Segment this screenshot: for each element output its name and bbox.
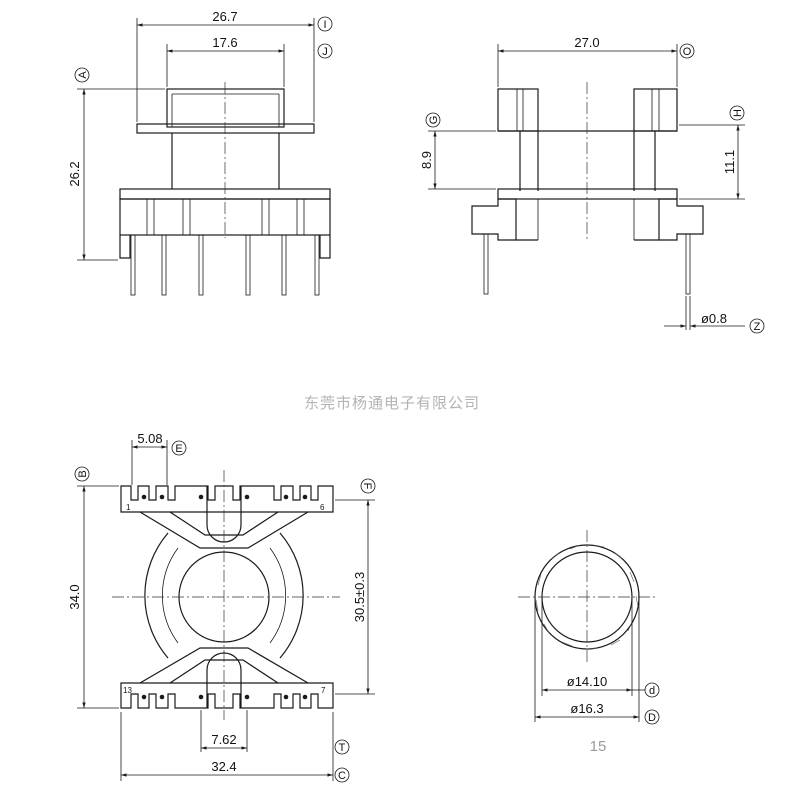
svg-text:I: I <box>323 19 326 31</box>
svg-text:H: H <box>732 109 744 117</box>
page-number: 15 <box>590 738 607 755</box>
svg-text:A: A <box>77 71 89 79</box>
svg-text:F: F <box>361 483 373 490</box>
svg-text:C: C <box>338 770 346 782</box>
pin-label-6: 6 <box>320 503 325 512</box>
marker-i: I <box>317 16 333 32</box>
marker-d-upper: D <box>644 709 660 725</box>
marker-g: G <box>425 112 441 128</box>
marker-f: F <box>360 478 376 494</box>
svg-text:Z: Z <box>754 321 761 333</box>
side-width-dim: 27.0 <box>574 35 599 50</box>
svg-text:T: T <box>339 742 346 754</box>
front-view: 26.7 17.6 26.2 A I J <box>67 9 333 296</box>
pin-pitch-top-dim: 5.08 <box>137 431 162 446</box>
svg-text:G: G <box>428 116 440 125</box>
pin-label-1: 1 <box>126 503 131 512</box>
front-width-dim: 26.7 <box>212 9 237 24</box>
bottom-width-dim: 32.4 <box>211 759 236 774</box>
outer-diameter-dim: ø16.3 <box>570 701 603 716</box>
front-top-width-dim: 17.6 <box>212 35 237 50</box>
marker-e: E <box>171 440 187 456</box>
marker-c: C <box>334 767 350 783</box>
round-section-view: ø14.10 ø16.3 d D <box>518 530 660 725</box>
bottom-view: 1 6 13 7 5.08 34.0 30.5±0.3 7.62 32.4 <box>67 431 376 783</box>
marker-d-lower: d <box>644 682 660 698</box>
pin-label-7: 7 <box>321 686 326 695</box>
marker-t: T <box>334 739 350 755</box>
side-core-height-dim: 11.1 <box>722 150 737 174</box>
pin-diameter-dim: ø0.8 <box>701 311 727 326</box>
bottom-pin-dots <box>141 494 308 700</box>
svg-text:D: D <box>648 712 656 724</box>
bottom-height-dim: 34.0 <box>67 584 82 609</box>
side-view: 27.0 8.9 11.1 ø0.8 O G H Z <box>419 35 765 334</box>
side-upper-gap-dim: 8.9 <box>419 151 434 169</box>
inner-diameter-dim: ø14.10 <box>567 674 607 689</box>
bottom-inner-height-dim: 30.5±0.3 <box>352 572 367 623</box>
svg-text:E: E <box>175 443 182 455</box>
svg-text:B: B <box>77 470 89 477</box>
pin-label-13: 13 <box>123 686 132 695</box>
marker-o: O <box>679 43 695 59</box>
marker-h: H <box>729 105 745 121</box>
pin-pitch-bottom-dim: 7.62 <box>211 732 236 747</box>
svg-text:J: J <box>322 46 328 58</box>
svg-text:d: d <box>649 685 655 697</box>
svg-text:O: O <box>683 46 692 58</box>
marker-j: J <box>317 43 333 59</box>
wall-hatching <box>535 544 639 650</box>
marker-z: Z <box>749 318 765 334</box>
marker-b: B <box>74 466 90 482</box>
front-pins <box>130 234 320 296</box>
marker-a: A <box>74 67 90 83</box>
front-height-dim: 26.2 <box>67 161 82 186</box>
company-watermark: 东莞市杨通电子有限公司 <box>304 394 480 412</box>
